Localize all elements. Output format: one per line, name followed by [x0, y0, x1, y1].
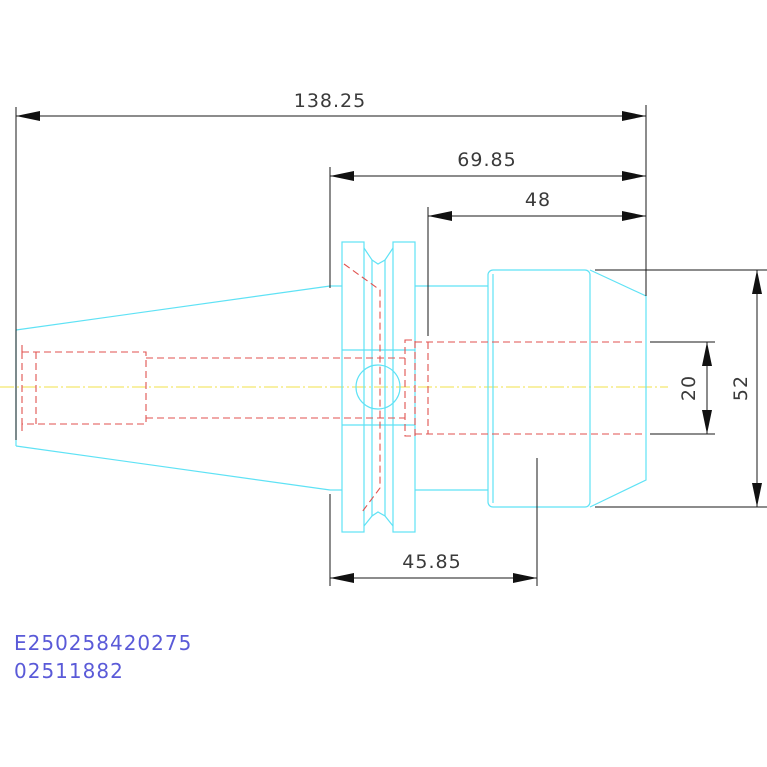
- dimension-chuck-length: 48: [427, 189, 646, 336]
- cross-hole: [355, 364, 401, 410]
- dimension-body-length: 69.85: [329, 149, 646, 288]
- rear-bore: [21, 351, 147, 425]
- arrowhead-right: [622, 111, 646, 121]
- flange: [341, 241, 416, 533]
- chuck-seat: [404, 339, 416, 437]
- dimension-flange-to-chuck: 45.85: [329, 458, 538, 586]
- chuck-sleeve: [487, 269, 591, 508]
- taper-shank: [15, 285, 342, 491]
- flange-groove-hidden: [343, 263, 381, 513]
- arrowhead-left: [330, 171, 354, 181]
- taper-top-edge: [15, 285, 331, 331]
- arrowhead-right: [622, 211, 646, 221]
- part-code-line-1: E250258420275: [14, 631, 192, 655]
- dimension-value: 48: [525, 189, 551, 211]
- chuck-nose: [589, 269, 647, 508]
- dimension-overall-length: 138.25: [15, 90, 647, 440]
- arrowhead-left: [16, 111, 40, 121]
- dimension-value: 69.85: [457, 149, 516, 171]
- chuck-body: [415, 269, 647, 508]
- arrowhead-left: [428, 211, 452, 221]
- part-code-line-2: 02511882: [14, 659, 124, 683]
- arrowhead-left: [330, 573, 354, 583]
- dimension-value: 52: [730, 375, 752, 401]
- dimension-value: 45.85: [402, 551, 461, 573]
- dimension-chuck-diameter: 52: [595, 269, 767, 508]
- dimension-value: 20: [678, 375, 700, 401]
- arrowhead-bottom: [752, 483, 762, 507]
- taper-bottom-edge: [15, 445, 331, 491]
- arrowhead-right: [513, 573, 537, 583]
- dimension-bore-diameter: 20: [650, 341, 715, 435]
- flange-left-ring: [341, 241, 365, 533]
- arrowhead-top: [702, 342, 712, 366]
- groove-top-profile: [363, 247, 394, 265]
- arrowhead-right: [622, 171, 646, 181]
- groove-bottom-profile: [363, 511, 394, 527]
- dimension-value: 138.25: [294, 90, 366, 112]
- arrowhead-top: [752, 270, 762, 294]
- arrowhead-bottom: [702, 410, 712, 434]
- hidden-features: [21, 263, 646, 513]
